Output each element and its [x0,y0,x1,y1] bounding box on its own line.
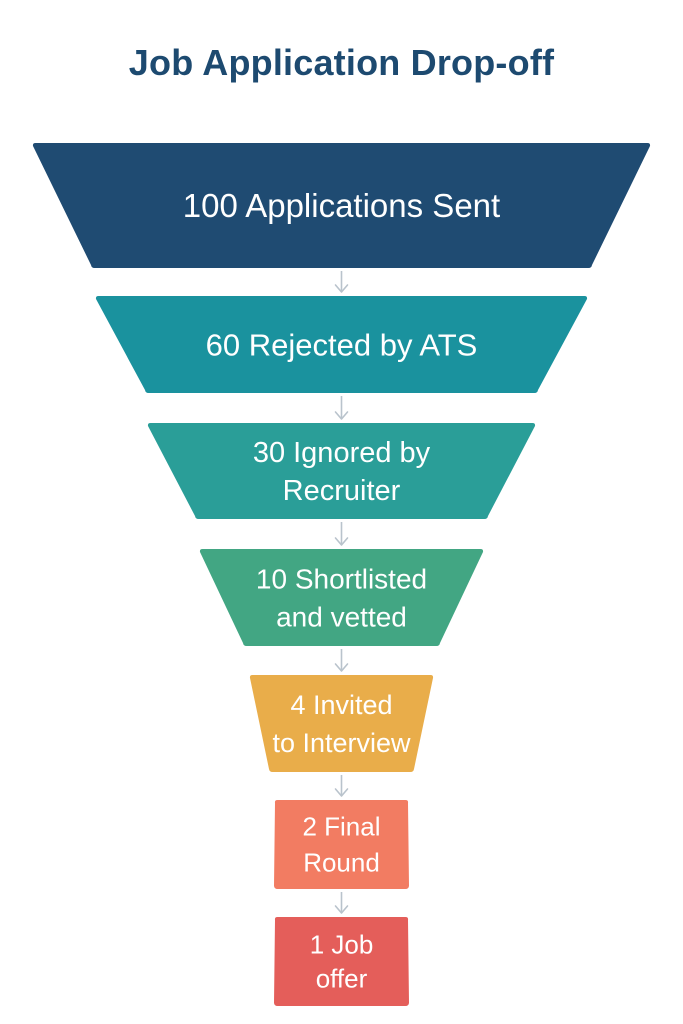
funnel-stage: 4 Invited to Interview [249,675,434,772]
arrow-down-icon [334,522,349,546]
arrow-down-icon [334,892,349,914]
funnel-stage: 10 Shortlisted and vetted [199,549,484,646]
funnel-stage-shape [199,549,484,646]
funnel-stage-shape [274,917,409,1006]
funnel-stage-label: offer [316,964,368,994]
funnel-stage-shape [147,423,536,519]
funnel-stage: 1 Job offer [274,917,409,1006]
funnel-stage-label: 30 Ignored by [253,437,431,469]
chart-title: Job Application Drop-off [128,42,555,83]
funnel-stage: 100 Applications Sent [32,143,651,268]
funnel-stage-shape [249,675,434,772]
funnel-stage-label: Recruiter [283,475,401,507]
funnel-stage-label: 100 Applications Sent [183,187,500,224]
funnel-stage: 60 Rejected by ATS [95,296,588,393]
funnel-stage-shape [95,296,588,393]
funnel-stage: 30 Ignored by Recruiter [147,423,536,519]
funnel-stage-shape [274,800,409,889]
funnel-stage-label: 2 Final [302,812,380,842]
funnel-stage-label: 10 Shortlisted [256,563,427,594]
arrow-down-icon [334,649,349,672]
arrow-down-icon [334,775,349,797]
funnel-stage-shape [32,143,651,268]
funnel-stage-label: 60 Rejected by ATS [206,327,478,362]
funnel-stage-label: to Interview [272,728,411,758]
funnel-stage-label: Round [303,848,380,878]
funnel-stage-label: and vetted [276,601,407,632]
arrow-down-icon [334,396,349,420]
funnel-stage-label: 4 Invited [290,690,392,720]
arrow-down-icon [334,271,349,293]
funnel-stage-label: 1 Job [310,930,374,960]
